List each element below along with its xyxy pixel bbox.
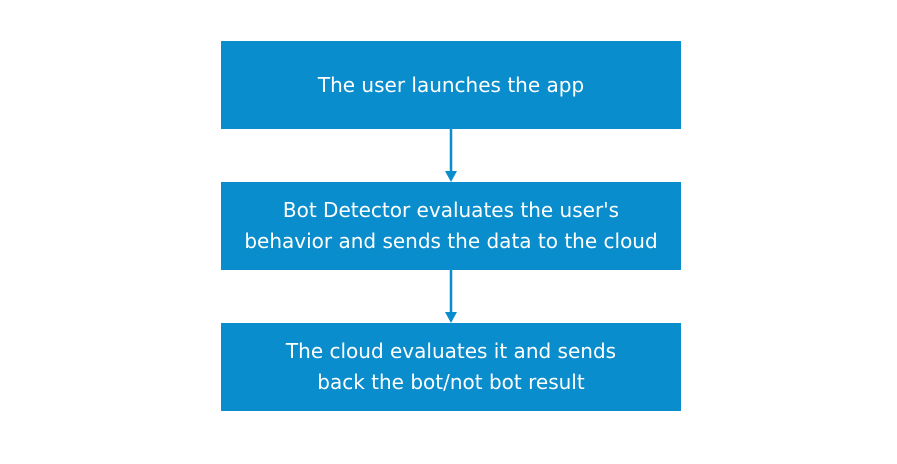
step-launch-app-box: The user launches the app: [221, 41, 681, 129]
step-text-line: back the bot/not bot result: [317, 370, 585, 394]
step-text-line: The user launches the app: [317, 72, 585, 97]
step-cloud-result-box: The cloud evaluates it and sends back th…: [221, 323, 681, 411]
step-bot-detector-box: Bot Detector evaluates the user's behavi…: [221, 182, 681, 270]
step-text-line: The cloud evaluates it and sends: [285, 339, 617, 363]
step-text: Bot Detector evaluates the user's behavi…: [244, 195, 657, 257]
arrow-down-icon: [445, 129, 457, 182]
step-text: The cloud evaluates it and sends back th…: [286, 336, 616, 398]
step-text: The user launches the app: [318, 70, 584, 101]
step-text-line: behavior and sends the data to the cloud: [244, 229, 658, 253]
step-text-line: Bot Detector evaluates the user's: [282, 198, 620, 222]
arrow-down-icon: [445, 270, 457, 323]
